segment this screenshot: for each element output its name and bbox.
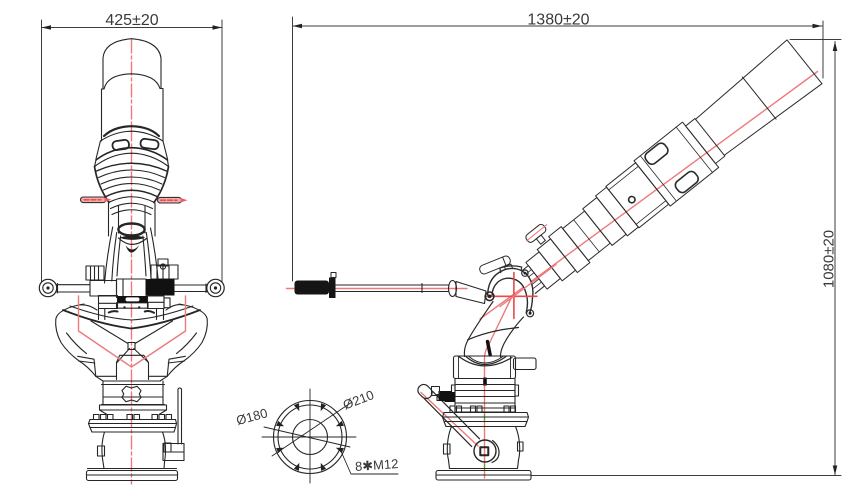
svg-text:1380±20: 1380±20: [527, 12, 589, 29]
svg-text:8✱M12: 8✱M12: [355, 456, 399, 474]
svg-text:425±20: 425±20: [105, 12, 158, 29]
svg-text:1080±20: 1080±20: [821, 230, 838, 288]
svg-text:Ø180: Ø180: [235, 405, 270, 428]
svg-text:Ø210: Ø210: [341, 387, 376, 412]
